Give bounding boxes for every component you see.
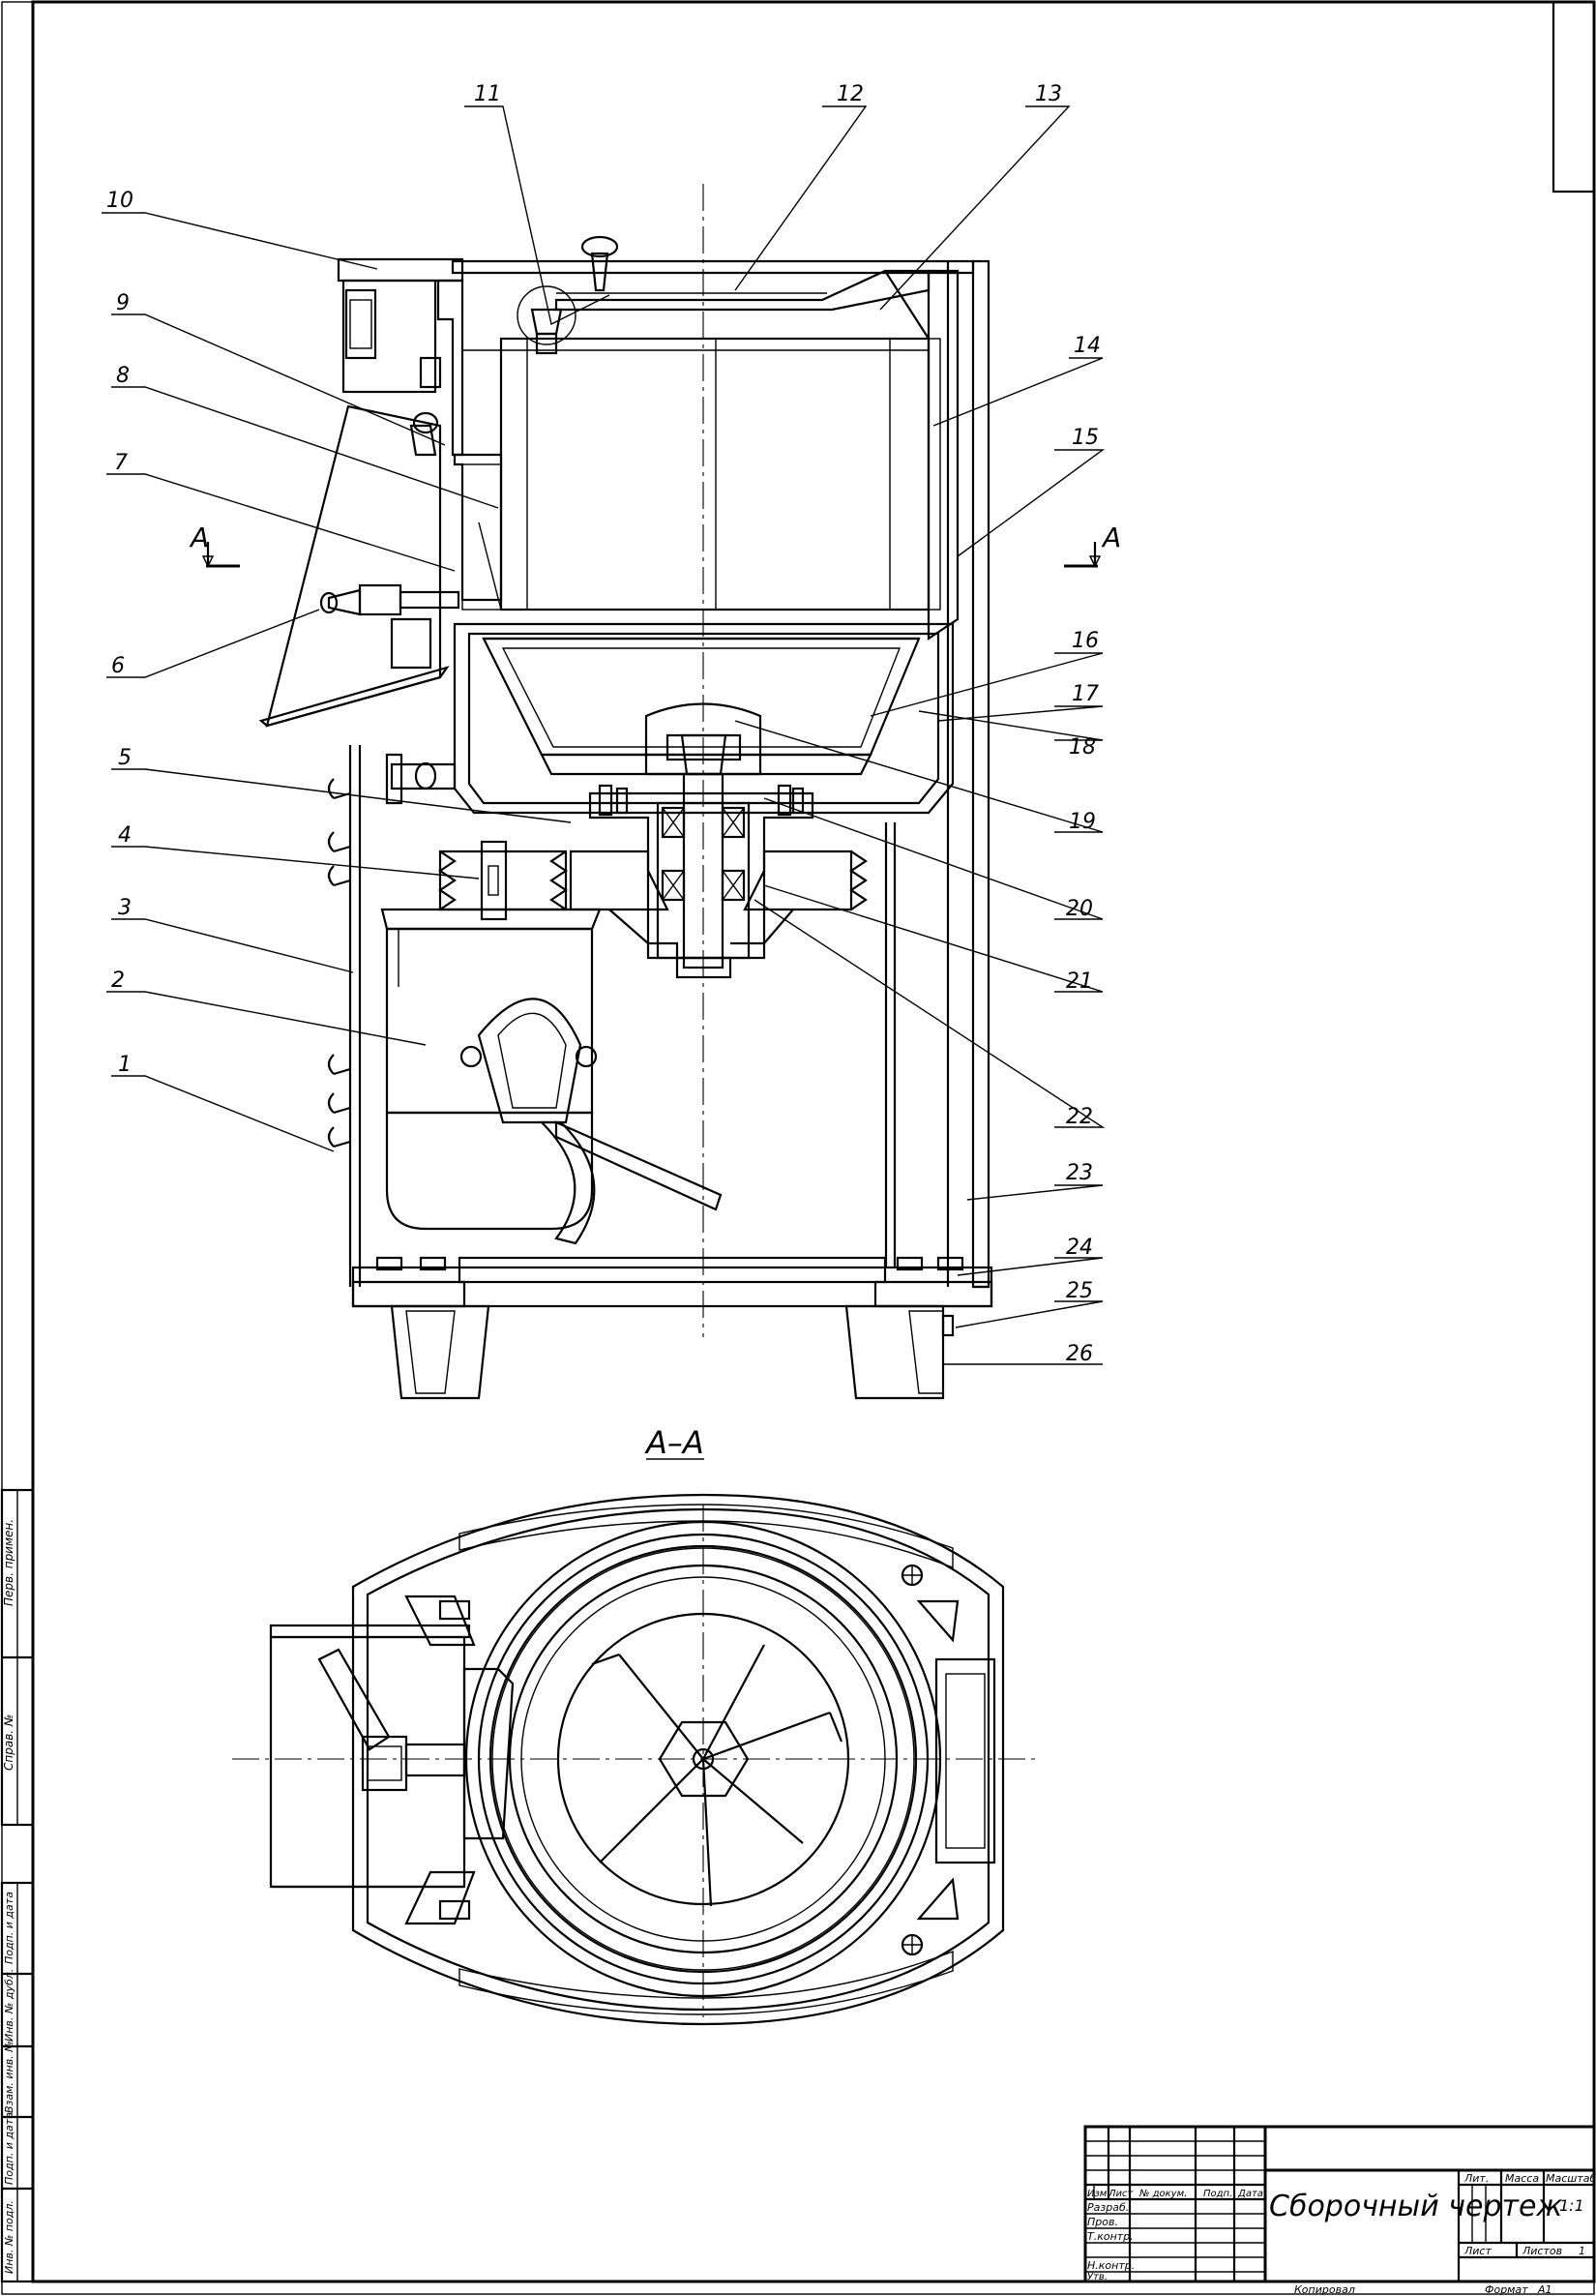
- base-plate: [351, 1266, 993, 1308]
- stamp-vzam-inv: Взам. инв. №: [3, 2041, 15, 2113]
- callout-17: 17: [1072, 682, 1099, 706]
- callout-5: 5: [118, 746, 132, 770]
- footer-copied: Копировал: [1294, 2283, 1355, 2296]
- shaft: [682, 772, 724, 969]
- electric-motor: [385, 927, 594, 1115]
- stamp-inv-dubl: Инв. № дубл.: [3, 1969, 15, 2042]
- tb-row-tkontr: Т.контр.: [1087, 2230, 1134, 2243]
- drive-pulley: [438, 850, 568, 911]
- callout-18: 18: [1069, 735, 1096, 760]
- callout-4: 4: [118, 823, 132, 848]
- callout-10: 10: [106, 189, 133, 213]
- section-title: А–А: [644, 1424, 704, 1461]
- tb-row-prov: Пров.: [1087, 2216, 1118, 2228]
- callout-leaders: [102, 105, 1106, 1365]
- tb-massa: Масса: [1505, 2172, 1539, 2185]
- stamp-sprav: Справ. №: [2, 1715, 15, 1771]
- footer-format-value: А1: [1537, 2283, 1552, 2296]
- footer-format: Формат: [1485, 2283, 1528, 2296]
- callout-22: 22: [1066, 1105, 1093, 1129]
- callout-12: 12: [837, 82, 864, 106]
- section-marker-right: А: [1064, 522, 1121, 568]
- callout-14: 14: [1074, 334, 1101, 358]
- callout-3: 3: [118, 896, 132, 920]
- callout-20: 20: [1066, 897, 1093, 921]
- callout-labels: 10 9 8 7 6 5 4 3 2 1 11 12 13 14 15 16 1…: [106, 82, 1101, 1366]
- tb-title: Сборочный чертеж: [1269, 2190, 1562, 2223]
- callout-19: 19: [1069, 810, 1096, 834]
- door: [453, 453, 503, 602]
- callout-7: 7: [114, 451, 128, 475]
- lid-knob: [590, 252, 609, 292]
- tb-scale-value: 1:1: [1559, 2196, 1584, 2215]
- bearing-lower: [661, 869, 746, 902]
- rotor-hub: [644, 702, 762, 776]
- top-cover: [451, 259, 975, 275]
- tb-col-doc: № докум.: [1138, 2189, 1187, 2199]
- tb-lit: Лит.: [1463, 2172, 1489, 2185]
- lid: [554, 269, 931, 312]
- callout-24: 24: [1066, 1236, 1093, 1260]
- cable: [539, 1120, 596, 1245]
- foot-left: [390, 1304, 490, 1400]
- callout-8: 8: [116, 364, 130, 388]
- front-section-view: [258, 184, 993, 1400]
- callout-6: 6: [111, 654, 125, 678]
- svg-text:А: А: [1101, 522, 1121, 553]
- callout-2: 2: [111, 969, 125, 993]
- tb-row-utv: Утв.: [1087, 2272, 1108, 2282]
- plan-housing-outer: [351, 1493, 1005, 2026]
- tb-masshtab: Масштаб: [1546, 2172, 1596, 2185]
- tb-listov: Листов: [1522, 2245, 1562, 2257]
- tb-col-list: Лист: [1108, 2189, 1135, 2199]
- tb-row-nkontr: Н.контр.: [1087, 2259, 1135, 2272]
- title-block: Изм Лист № докум. Подп. Дата Разраб. Про…: [1083, 2125, 1596, 2283]
- callout-25: 25: [1066, 1279, 1093, 1303]
- working-chamber: [499, 337, 931, 611]
- cooling-fins: [327, 778, 351, 1148]
- tb-col-izm: Изм: [1087, 2189, 1108, 2199]
- svg-text:А: А: [189, 522, 209, 553]
- tb-list: Лист: [1463, 2245, 1492, 2257]
- abrasive-lining: [928, 338, 941, 611]
- callout-26: 26: [1066, 1342, 1093, 1366]
- callout-16: 16: [1072, 629, 1099, 653]
- stamp-inv-podl: Инв. № подл.: [3, 2200, 15, 2274]
- foot-right: [844, 1304, 945, 1400]
- callout-9: 9: [116, 291, 130, 315]
- section-view-a-a: А–А: [232, 1424, 1035, 2026]
- callout-21: 21: [1066, 969, 1093, 994]
- stamp-podp-data-1: Подп. и дата: [3, 1892, 15, 1964]
- stamp-podp-data-2: Подп. и дата: [3, 2112, 15, 2185]
- section-marker-left: А: [189, 522, 240, 568]
- side-stamp: Перв. примен. Справ. № Подп. и дата Инв.…: [0, 1488, 35, 2283]
- stamp-perv-primen: Перв. примен.: [2, 1519, 15, 1606]
- tb-row-razrab: Разраб.: [1087, 2201, 1129, 2214]
- callout-1: 1: [118, 1053, 132, 1077]
- driven-pulley: [569, 850, 669, 911]
- tb-listov-value: 1: [1579, 2245, 1585, 2257]
- housing-right-wall: [971, 259, 990, 1289]
- callout-11: 11: [474, 82, 501, 106]
- callout-15: 15: [1072, 426, 1099, 450]
- callout-13: 13: [1035, 82, 1062, 106]
- tb-col-sign: Подп.: [1203, 2189, 1232, 2199]
- callout-23: 23: [1066, 1161, 1093, 1185]
- sheet-footer: Копировал Формат А1: [1294, 2283, 1552, 2296]
- tb-col-date: Дата: [1237, 2189, 1263, 2199]
- bearing-housing: [588, 791, 814, 960]
